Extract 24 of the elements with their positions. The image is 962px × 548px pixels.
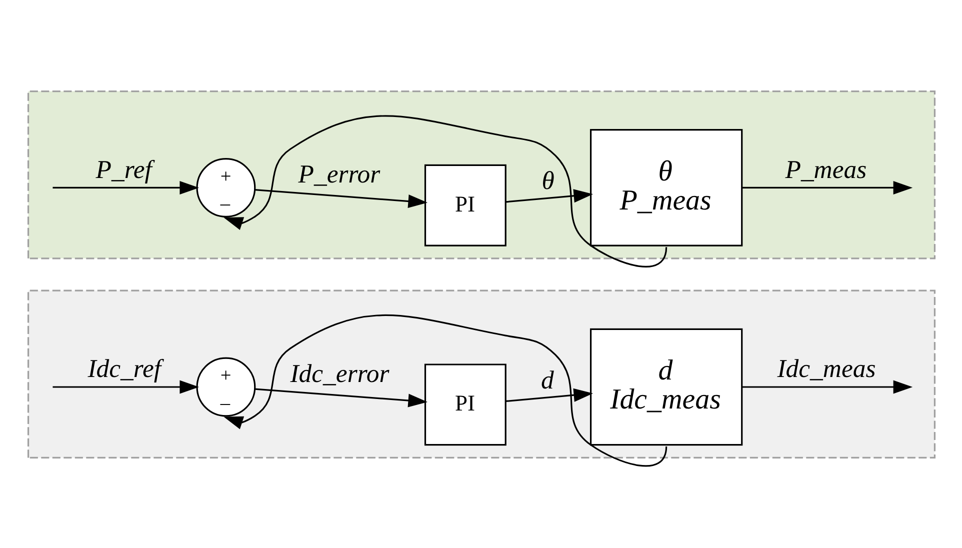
arrow (52, 180, 199, 194)
arrow (505, 388, 593, 402)
arrow (52, 380, 199, 394)
arrow (741, 380, 912, 394)
edge-label: P_error (298, 159, 380, 188)
edge-label: Idc_meas (776, 354, 876, 383)
edge-label: Idc_error (290, 358, 389, 388)
node-box: d Idc_meas (589, 328, 742, 446)
cluster (26, 289, 936, 458)
cluster (26, 90, 936, 259)
node-box: PI (424, 164, 506, 246)
arrow (741, 180, 912, 194)
edge-label: θ (541, 166, 554, 194)
edge-label: P_meas (784, 154, 866, 184)
node-circle: + _ (196, 356, 256, 416)
node-box: θ P_meas (589, 128, 742, 246)
arrow (505, 188, 593, 202)
arrow (254, 388, 428, 407)
arrow (254, 188, 428, 208)
arrow (223, 114, 667, 267)
arrow (223, 314, 667, 466)
node-box: PI (424, 363, 506, 446)
edge-label: d (540, 364, 554, 394)
node-circle: + _ (196, 157, 256, 217)
